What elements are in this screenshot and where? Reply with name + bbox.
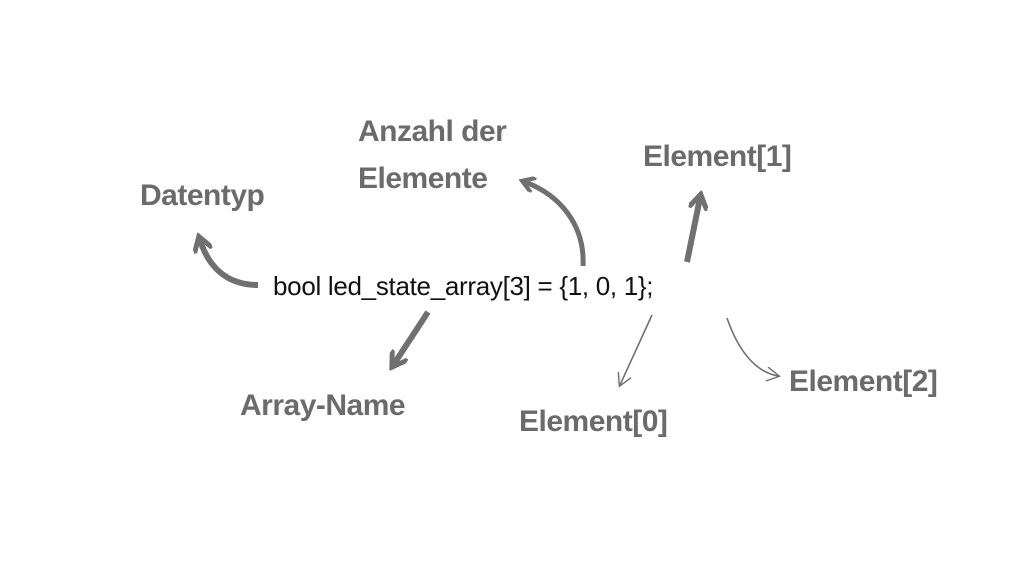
- arrow-array-name: [394, 310, 431, 364]
- label-array-name: Array-Name: [240, 389, 406, 422]
- arrow-count: [525, 182, 586, 267]
- arrow-element1: [684, 198, 700, 263]
- code-declaration: bool led_state_array[3] = {1, 0, 1};: [273, 271, 654, 301]
- arrow-datatype: [200, 240, 259, 288]
- arrow-element2: [726, 317, 778, 376]
- label-datatype: Datentyp: [140, 179, 265, 212]
- label-element1: Element[1]: [643, 140, 792, 173]
- label-count-line2: Elemente: [358, 162, 488, 195]
- label-element2: Element[2]: [789, 365, 938, 398]
- label-element0: Element[0]: [519, 405, 668, 438]
- arrow-element0: [620, 314, 653, 385]
- label-count-line1: Anzahl der: [358, 115, 507, 148]
